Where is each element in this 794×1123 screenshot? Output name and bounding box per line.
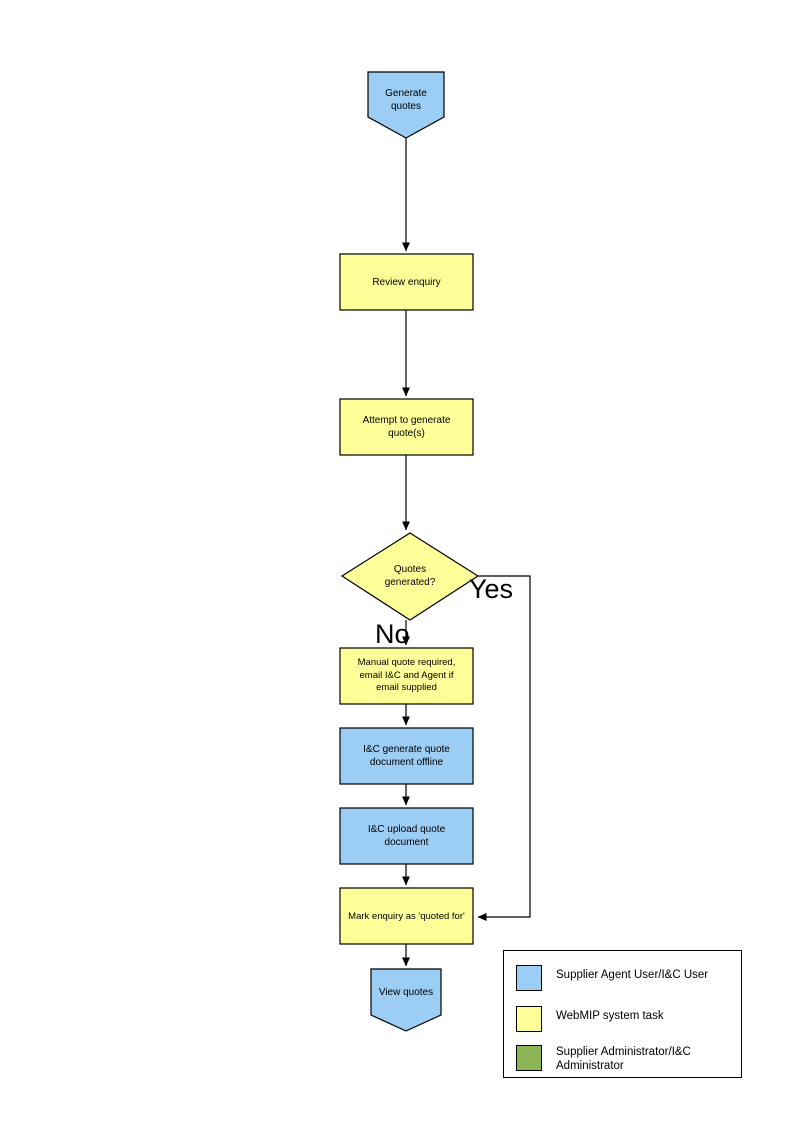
node-attempt-generate-quotes: [339, 398, 474, 456]
node-view-quotes: [370, 968, 442, 1032]
legend-label-admin-task: Supplier Administrator/I&C Administrator: [556, 1046, 691, 1072]
legend: Supplier Agent User/I&C User WebMIP syst…: [503, 950, 742, 1078]
legend-swatch-system-task: [516, 1006, 542, 1032]
legend-swatch-admin-task: [516, 1045, 542, 1071]
legend-swatch-user-task: [516, 965, 542, 991]
node-ic-upload-quote-document: [339, 807, 474, 865]
branch-label-no: No: [375, 619, 410, 649]
node-generate-quotes: [367, 71, 445, 139]
node-quotes-generated-decision: [340, 532, 480, 621]
connector-decision-yes-to-mark: [477, 575, 531, 921]
legend-item-system-task: WebMIP system task: [516, 1006, 664, 1032]
node-manual-quote-required: [339, 647, 474, 705]
node-ic-generate-quote-offline: [339, 727, 474, 785]
legend-item-user-task: Supplier Agent User/I&C User: [516, 965, 708, 991]
legend-item-admin-task: Supplier Administrator/I&C Administrator: [516, 1045, 691, 1073]
branch-label-yes: Yes: [469, 574, 514, 604]
legend-label-user-task: Supplier Agent User/I&C User: [556, 969, 709, 981]
legend-label-system-task: WebMIP system task: [556, 1010, 664, 1022]
node-mark-enquiry-quoted-for: [339, 887, 474, 945]
node-review-enquiry: [339, 253, 474, 311]
